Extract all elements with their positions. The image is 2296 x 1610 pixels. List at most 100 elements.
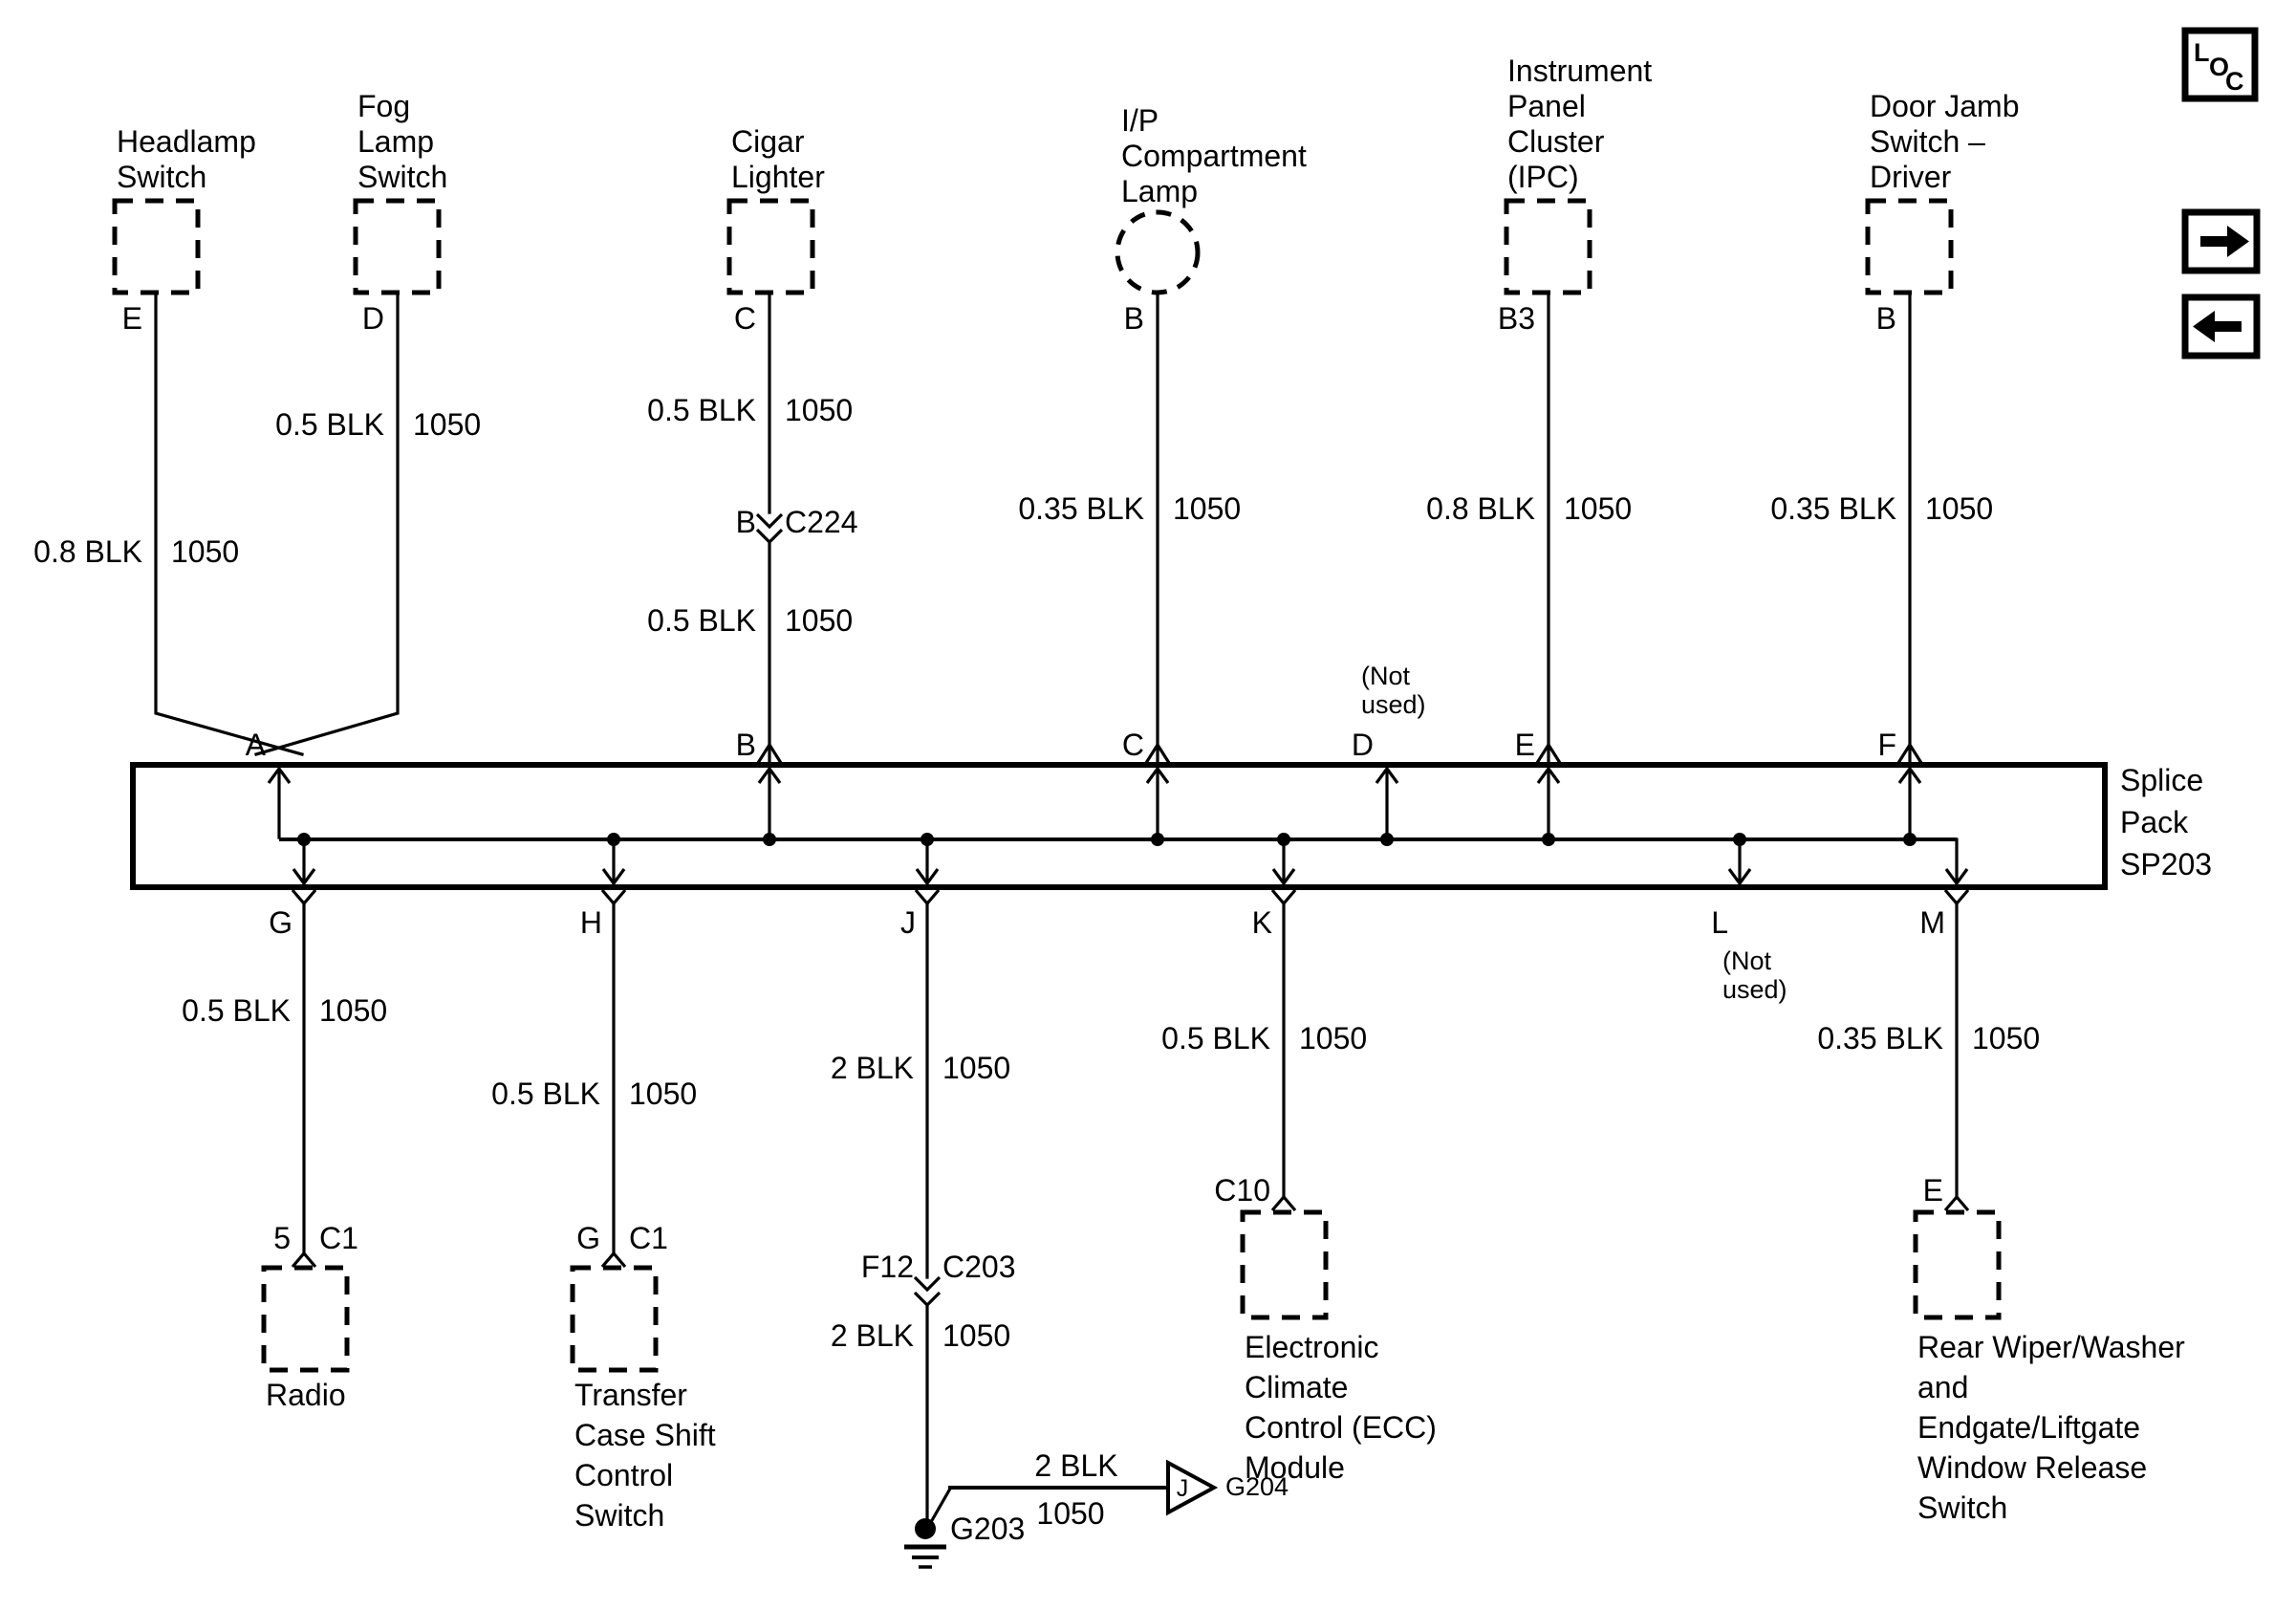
terminal-y-connector	[291, 1251, 317, 1269]
transfer-case-switch-box	[570, 1265, 659, 1373]
wire-size-label: 0.5 BLK	[647, 393, 756, 427]
wire-size-label: 0.5 BLK	[647, 603, 756, 638]
loc-letter: C	[2225, 67, 2244, 96]
previous-page-arrow-icon[interactable]	[2181, 294, 2261, 359]
terminal-y-connector	[1943, 1194, 1970, 1212]
component-label: Control	[574, 1458, 673, 1492]
terminal-y-connector	[1144, 742, 1171, 764]
wire-size-label: 0.5 BLK	[491, 1077, 600, 1111]
rear-wiper-switch-box	[1913, 1209, 2002, 1320]
rear-wiper-switch-branch: 0.35 BLK 1050 E Rear Wiper/Washer and En…	[1817, 902, 2185, 1525]
component-label: Window Release	[1917, 1450, 2147, 1485]
component-label: Climate	[1245, 1370, 1348, 1404]
wire-size-label: 2 BLK	[1034, 1448, 1117, 1483]
component-label: Lighter	[731, 160, 825, 194]
cigar-lighter-ground-wire: 0.5 BLK 1050 B C224 0.5 BLK 1050	[647, 291, 858, 766]
component-label: Endgate/Liftgate	[1917, 1410, 2140, 1445]
wire-size-label: 0.5 BLK	[182, 993, 291, 1028]
fog-lamp-switch-component: Fog Lamp Switch D	[353, 89, 447, 336]
pin-label: E	[122, 301, 142, 336]
circuit-number-label: 1050	[1925, 491, 1993, 526]
offpage-ground-triangle	[1166, 1459, 1219, 1516]
wire-size-label: 0.5 BLK	[275, 407, 384, 442]
terminal-label-l: L	[1711, 905, 1728, 940]
circuit-number-label: 1050	[171, 534, 239, 569]
wire-size-label: 0.35 BLK	[1770, 491, 1896, 526]
connector-name-label: C1	[629, 1221, 668, 1255]
pin-label: E	[1923, 1173, 1943, 1208]
next-page-arrow-icon[interactable]	[2181, 208, 2261, 274]
component-label: Switch –	[1870, 124, 1985, 159]
wire-size-label: 0.8 BLK	[33, 534, 142, 569]
component-label: Driver	[1870, 160, 1952, 194]
loc-letter: O	[2209, 53, 2229, 81]
ipc-ground-wire: 0.8 BLK 1050	[1426, 291, 1632, 766]
inline-connector-chevron	[913, 1275, 942, 1293]
wire-size-label: 2 BLK	[831, 1051, 914, 1085]
component-label: Case Shift	[574, 1418, 716, 1452]
pin-label: B	[1124, 301, 1144, 336]
terminal-label-g: G	[269, 905, 292, 940]
not-used-label-l: used)	[1722, 975, 1787, 1004]
pin-label: G	[576, 1221, 600, 1255]
cigar-lighter-component: Cigar Lighter C	[726, 124, 825, 336]
ecc-module-branch: 0.5 BLK 1050 C10 Electronic Climate Cont…	[1161, 902, 1437, 1485]
component-label: Headlamp	[117, 124, 256, 159]
circuit-number-label: 1050	[785, 393, 853, 427]
door-jamb-switch-box	[1865, 198, 1954, 295]
component-label: Switch	[357, 160, 447, 194]
terminal-label-b: B	[736, 728, 756, 762]
pin-label: D	[362, 301, 384, 336]
connector-name-label: C203	[942, 1250, 1016, 1284]
component-label: Lamp	[357, 124, 434, 159]
ip-compartment-lamp-component: I/P Compartment Lamp B	[1115, 103, 1307, 336]
headlamp-ground-wire: 0.8 BLK 1050	[33, 291, 304, 756]
component-label: Instrument	[1507, 54, 1652, 88]
component-label: Fog	[357, 89, 410, 123]
headlamp-switch-component: Headlamp Switch E	[112, 124, 256, 336]
terminal-y-connector	[1535, 742, 1562, 764]
pin-label: C10	[1214, 1173, 1270, 1208]
circuit-number-label: 1050	[785, 603, 853, 638]
wire-size-label: 2 BLK	[831, 1318, 914, 1353]
component-label: Lamp	[1121, 174, 1198, 208]
transfer-case-switch-branch: 0.5 BLK 1050 G C1 Transfer Case Shift Co…	[491, 902, 716, 1533]
circuit-number-label: 1050	[1173, 491, 1241, 526]
splice-pack-name: Splice	[2120, 763, 2203, 797]
radio-box	[261, 1265, 350, 1373]
pin-label: 5	[273, 1221, 291, 1255]
circuit-number-label: 1050	[942, 1318, 1010, 1353]
door-jamb-ground-wire: 0.35 BLK 1050	[1770, 291, 1993, 766]
wire-size-label: 0.8 BLK	[1426, 491, 1535, 526]
component-label: and	[1917, 1370, 1968, 1404]
splice-pack-box	[130, 762, 2108, 890]
instrument-panel-cluster-box	[1504, 198, 1592, 295]
circuit-number-label: 1050	[1036, 1496, 1104, 1531]
loc-letter: L	[2194, 38, 2210, 67]
ground-name-label: G204	[1225, 1472, 1289, 1501]
terminal-label-f: F	[1877, 728, 1896, 762]
terminal-label-c: C	[1122, 728, 1144, 762]
component-label: Cluster	[1507, 124, 1605, 159]
component-label: Electronic	[1245, 1330, 1379, 1364]
splice-pack-sp203: A B C D E F G H J K L M (Not used) (Not …	[130, 662, 2212, 1004]
loc-icon[interactable]: L O C	[2181, 27, 2259, 102]
circuit-number-label: 1050	[1972, 1021, 2040, 1055]
headlamp-switch-box	[112, 198, 201, 295]
not-used-label-l: (Not	[1722, 946, 1772, 975]
not-used-label-d: (Not	[1361, 662, 1411, 690]
fog-lamp-ground-wire: 0.5 BLK 1050	[254, 291, 481, 756]
terminal-y-connector	[756, 742, 783, 764]
terminal-label-e: E	[1515, 728, 1535, 762]
component-label: Panel	[1507, 89, 1586, 123]
circuit-number-label: 1050	[629, 1077, 697, 1111]
wire-size-label: 0.35 BLK	[1018, 491, 1144, 526]
wire-size-label: 0.5 BLK	[1161, 1021, 1270, 1055]
connector-name-label: C1	[319, 1221, 358, 1255]
ip-lamp-ground-wire: 0.35 BLK 1050	[1018, 291, 1241, 766]
circuit-number-label: 1050	[413, 407, 481, 442]
ip-compartment-lamp-circle	[1115, 209, 1201, 295]
terminal-y-connector	[1896, 742, 1923, 764]
fog-lamp-switch-box	[353, 198, 442, 295]
